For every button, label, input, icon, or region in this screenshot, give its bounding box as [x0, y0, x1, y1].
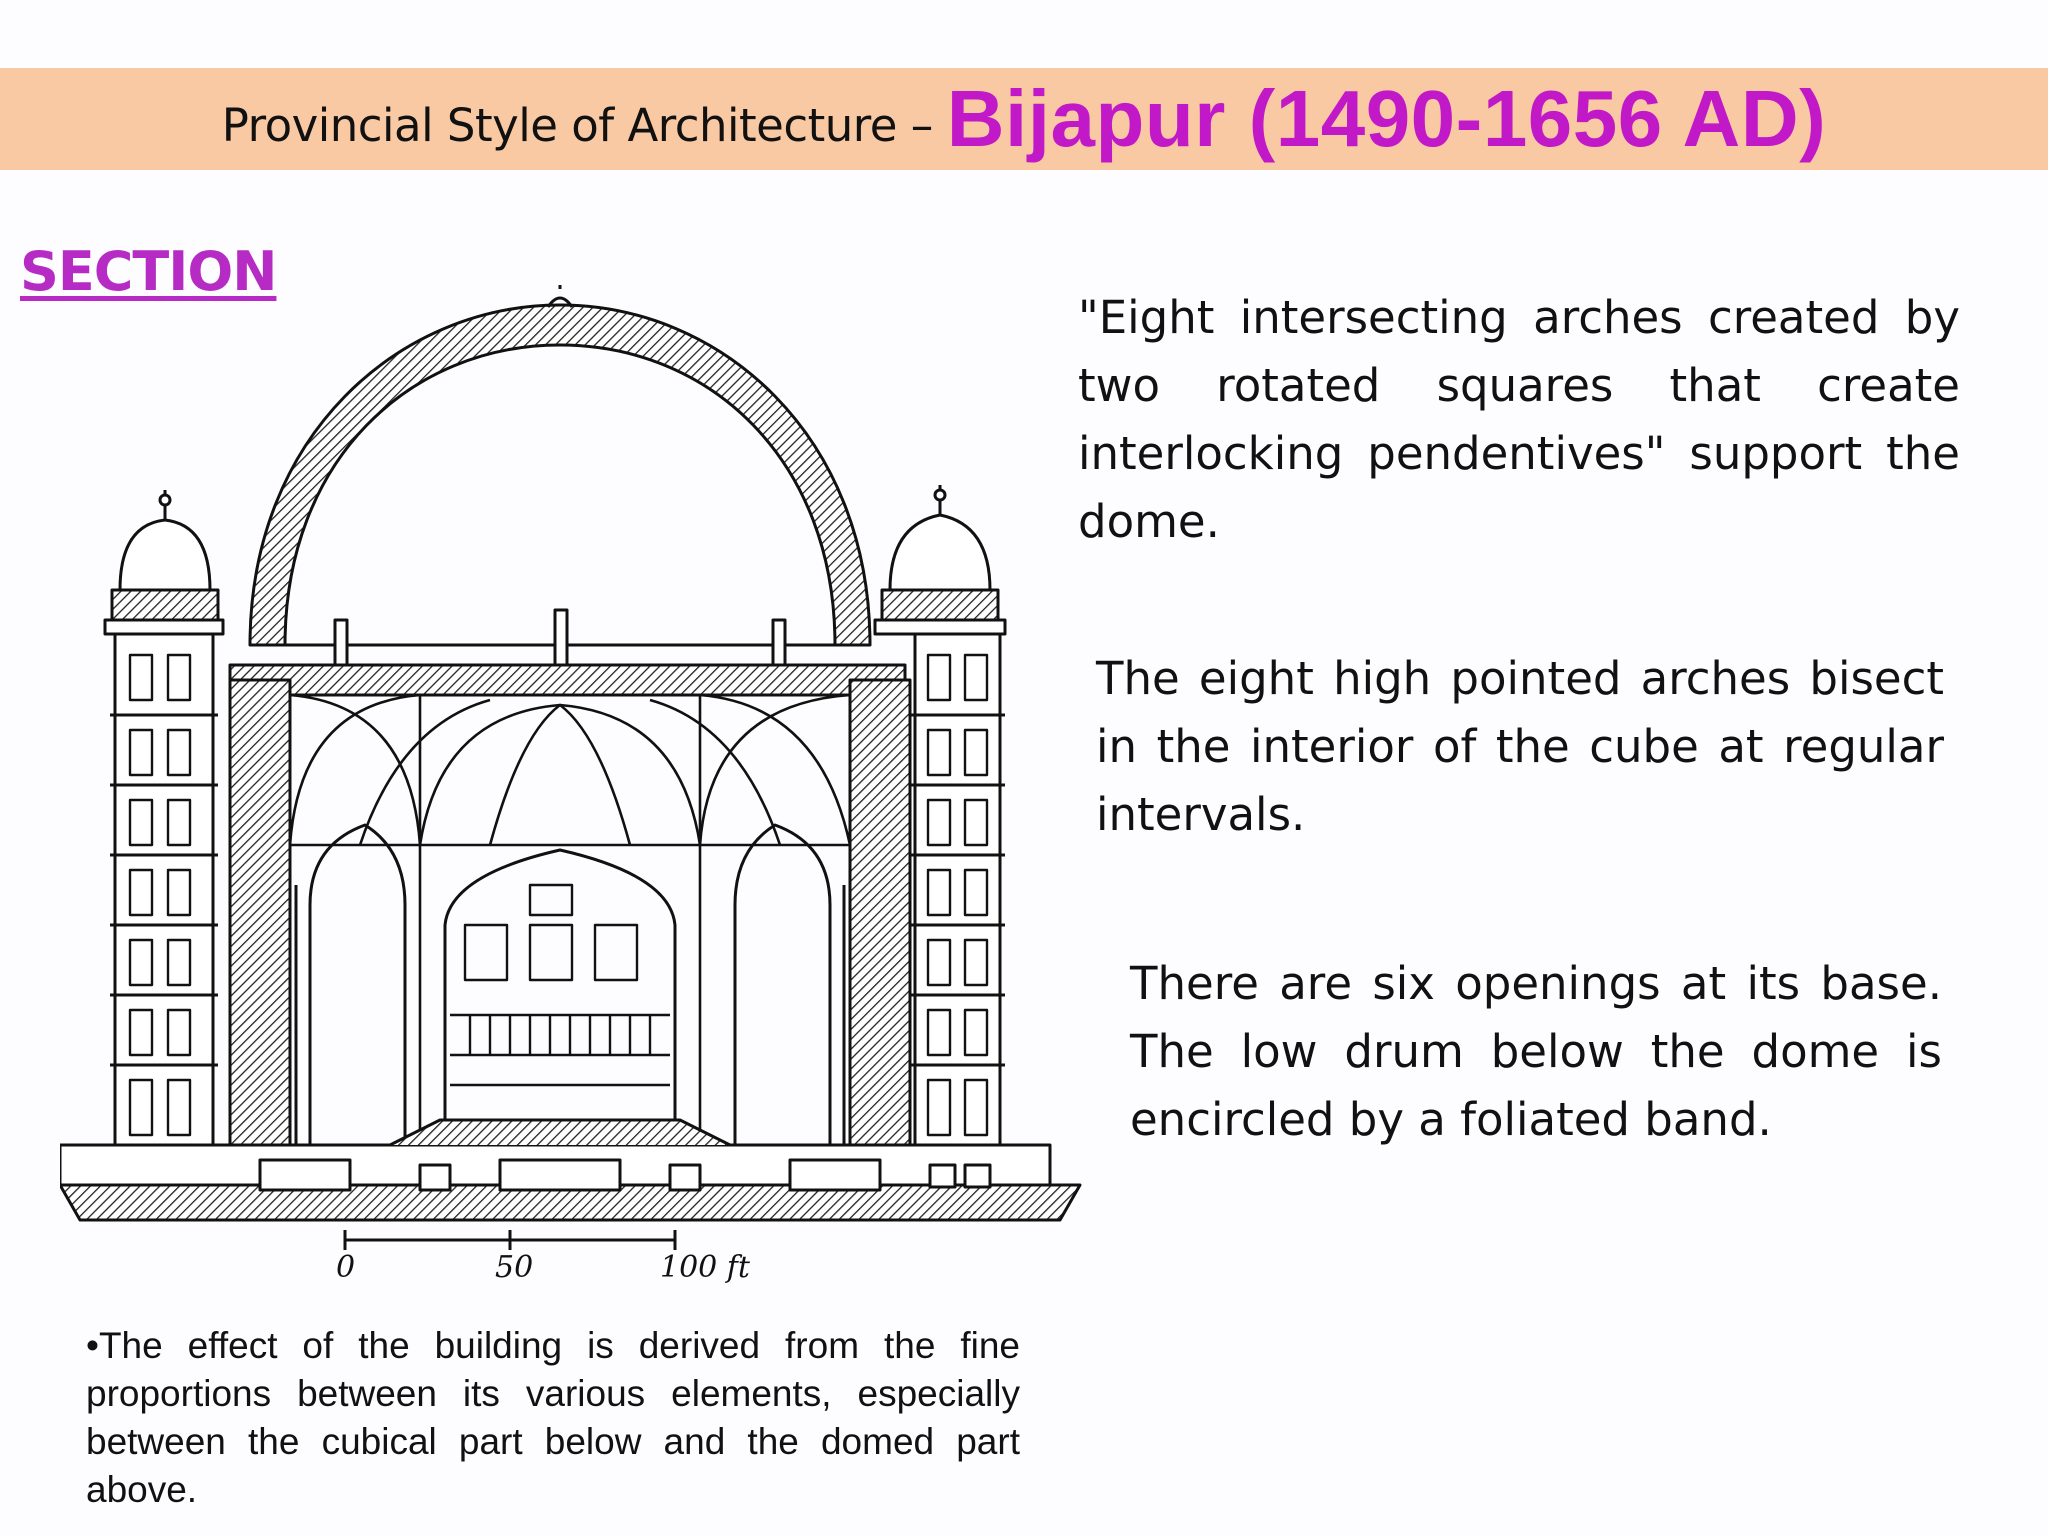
lower-arches: [294, 823, 846, 1145]
drum-finials: [333, 608, 787, 667]
arches-paragraph: The eight high pointed arches bisect in …: [1096, 652, 1944, 841]
building-section-drawing: 0 50 100 ft: [60, 285, 1082, 1285]
title-prefix: Provincial Style of Architecture –: [221, 98, 933, 152]
intersecting-arches: [288, 693, 852, 1145]
pendentives-paragraph: "Eight intersecting arches created by tw…: [1078, 291, 1960, 548]
scale-label-0: 0: [336, 1250, 355, 1285]
main-dome: [248, 303, 872, 647]
scale-label-100ft: 100 ft: [660, 1250, 751, 1285]
drum-band: [228, 663, 907, 697]
openings-paragraph: There are six openings at its base. The …: [1130, 957, 1942, 1146]
section-heading: SECTION: [20, 240, 277, 303]
scale-bar: [343, 1230, 677, 1250]
right-tower: [873, 485, 1007, 1147]
proportions-note: •The effect of the building is derived f…: [86, 1325, 1020, 1510]
right-wall: [848, 678, 912, 1147]
left-wall: [228, 678, 292, 1147]
title-band: [0, 68, 2048, 170]
title-main: Bijapur (1490-1656 AD): [946, 74, 1827, 163]
slide-title: Provincial Style of Architecture – Bijap…: [0, 68, 2048, 170]
left-tower: [103, 490, 225, 1147]
plinth: [60, 1118, 1082, 1222]
scale-label-50: 50: [495, 1250, 533, 1285]
central-screen: [450, 883, 670, 1087]
